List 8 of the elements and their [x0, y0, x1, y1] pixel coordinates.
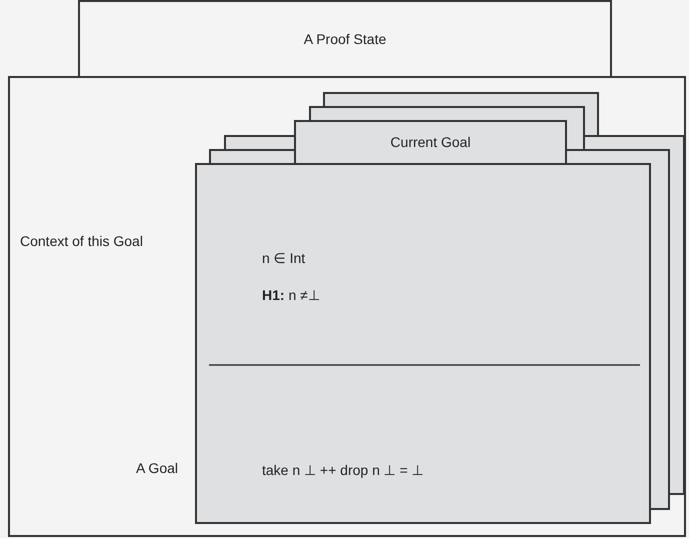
title-box: A Proof State [78, 0, 612, 78]
container-box [8, 76, 686, 537]
tab-title: Current Goal [390, 134, 471, 150]
hypothesis-text: n ∈ Int [262, 250, 306, 266]
goal-text: take n ⊥ ++ drop n ⊥ = ⊥ [262, 462, 424, 478]
side-label: A Goal [136, 460, 178, 476]
side-label: Context of this Goal [20, 233, 143, 249]
hypothesis-text: H1: n ≠⊥ [262, 287, 320, 303]
